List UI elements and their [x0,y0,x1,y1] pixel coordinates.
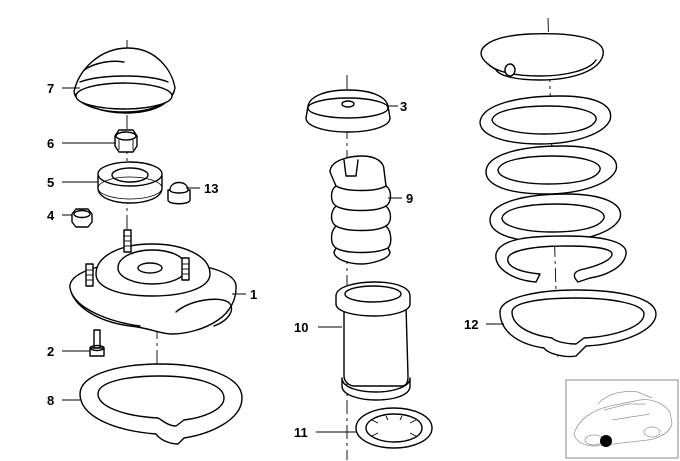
part-11-ring[interactable] [355,407,433,449]
part-10-protective-tube[interactable] [335,281,411,401]
vehicle-location-thumbnail [565,379,679,459]
part-8-spring-pad[interactable] [79,363,243,445]
part-7-dust-cap[interactable] [73,47,176,114]
part-5-bearing[interactable] [97,161,163,204]
callout-13: 13 [204,181,218,196]
part-2-bolt[interactable] [89,329,105,357]
part-3-washer[interactable] [305,89,391,133]
leader-lines [62,87,504,433]
part-6-nut[interactable] [114,129,138,153]
callout-6: 6 [47,136,54,151]
callout-8: 8 [47,393,54,408]
part-4-nut[interactable] [71,208,93,228]
part-1-strut-mount[interactable] [69,229,237,335]
location-marker-icon [600,435,612,447]
part-13-cap[interactable] [167,181,191,205]
callout-7: 7 [47,81,54,96]
callout-4: 4 [47,208,55,223]
callout-12: 12 [464,317,478,332]
callout-3: 3 [400,99,407,114]
part-12-coil-spring[interactable] [479,33,627,283]
part-12-spring-seat[interactable] [499,289,657,358]
callout-5: 5 [47,175,54,190]
callout-10: 10 [294,320,308,335]
callout-9: 9 [406,191,413,206]
callout-2: 2 [47,344,54,359]
callout-1: 1 [250,287,257,302]
callout-11: 11 [294,425,308,440]
part-9-bump-stop[interactable] [329,155,392,265]
